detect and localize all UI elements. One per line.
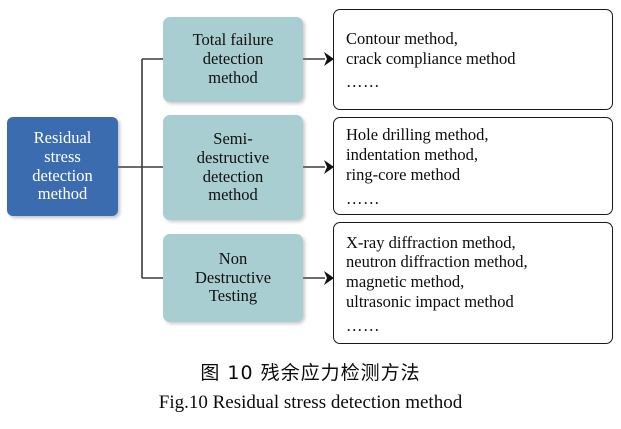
node-total-failure-detection-method[interactable]: Total failure detection method [163,17,303,102]
node-non-destructive-testing[interactable]: Non Destructive Testing [163,234,303,322]
detail-box-semi-destructive-methods[interactable]: Hole drilling method, indentation method… [333,117,613,215]
detail-2-ellipsis: …… [346,315,380,335]
cat-0-label-line-1: Total failure [192,30,274,50]
cat-0-label-line-2: detection [202,49,264,69]
detail-2-line-3: magnetic method, [346,272,465,292]
detail-box-total-failure-methods[interactable]: Contour method, crack compliance method … [333,9,613,110]
detail-2-line-2: neutron diffraction method, [346,252,528,272]
cat-1-label-line-2: destructive [196,147,270,167]
root-label-line-4: method [37,184,88,204]
figure-caption-chinese: 图 10 残余应力检测方法 [200,362,421,384]
detail-2-line-4: ultrasonic impact method [346,291,514,311]
cat-2-label-line-2: Destructive [194,267,272,287]
cat-2-label-line-1: Non [218,248,248,268]
detail-0-line-2: crack compliance method [346,48,516,68]
node-semi-destructive-detection-method[interactable]: Semi- destructive detection method [163,115,303,220]
root-label-line-2: stress [44,146,81,166]
cat-1-label-line-1: Semi- [213,128,253,148]
cat-1-label-line-4: method [208,185,258,205]
detail-2-line-1: X-ray diffraction method, [346,232,516,252]
detail-box-non-destructive-methods[interactable]: X-ray diffraction method, neutron diffra… [333,222,613,344]
detail-1-line-2: indentation method, [346,145,478,165]
detail-0-ellipsis: …… [346,72,380,92]
detail-1-ellipsis: …… [346,188,380,208]
cat-0-label-line-3: method [208,67,258,87]
root-label-line-3: detection [32,165,93,185]
figure-caption-english: Fig.10 Residual stress detection method [158,392,463,413]
cat-2-label-line-3: Testing [208,286,258,306]
node-residual-stress-detection-method[interactable]: Residual stress detection method [7,117,118,216]
cat-1-label-line-3: detection [202,166,264,186]
detail-1-line-3: ring-core method [346,165,461,184]
root-label-line-1: Residual [33,128,92,148]
detail-0-line-1: Contour method, [346,28,458,48]
detail-1-line-1: Hole drilling method, [346,125,489,145]
